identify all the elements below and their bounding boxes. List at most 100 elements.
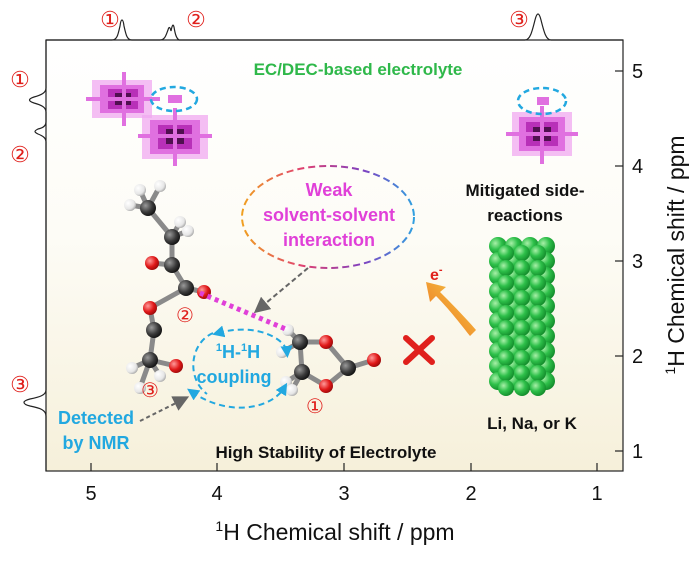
metal-atom — [530, 245, 546, 261]
hydrogen-atom — [174, 216, 186, 228]
x-tick-label: 3 — [338, 483, 349, 505]
metal-atom — [498, 365, 514, 381]
metal-atom — [498, 275, 514, 291]
oxygen-atom — [367, 353, 381, 367]
metal-atom — [498, 305, 514, 321]
blocked-reaction-cross — [403, 335, 435, 365]
x-tick-labels: 5 4 3 2 1 — [85, 483, 602, 505]
metal-atom — [514, 305, 530, 321]
mitigated-label-line2: reactions — [487, 206, 563, 225]
y-axis-ticks — [615, 70, 623, 452]
top-spectrum — [46, 13, 623, 41]
metal-atom — [514, 335, 530, 351]
hydrogen-atom — [154, 370, 166, 382]
y-tick-label: 5 — [632, 61, 643, 83]
carbon-atom — [164, 229, 180, 245]
metals-label: Li, Na, or K — [487, 414, 577, 433]
highlight-ellipse-b — [516, 86, 568, 116]
hydrogen-atom — [124, 199, 136, 211]
oxygen-atom — [319, 379, 333, 393]
nmr-cross-peak-b — [138, 108, 212, 166]
carbon-atom — [340, 360, 356, 376]
top-peak-label-2: ② — [186, 7, 206, 32]
metal-atom — [530, 260, 546, 276]
metal-electrode-stack — [489, 237, 555, 396]
carbon-atom — [142, 352, 158, 368]
hydrogen-atom — [154, 180, 166, 192]
hydrogen-atom — [134, 184, 146, 196]
weak-label-line2: solvent-solvent — [263, 205, 395, 225]
detected-label-line1: Detected — [58, 408, 134, 428]
weak-cross-peak-a — [168, 95, 182, 103]
x-tick-label: 5 — [85, 483, 96, 505]
carbon-atom — [292, 334, 308, 350]
metal-atom — [514, 320, 530, 336]
metal-atom — [498, 260, 514, 276]
left-spectrum — [23, 40, 47, 471]
metal-atom — [498, 320, 514, 336]
metal-atom — [514, 380, 530, 396]
x-tick-label: 2 — [465, 483, 476, 505]
hydrogen-atom — [134, 382, 146, 394]
carbon-atom — [164, 257, 180, 273]
oxygen-atom — [169, 359, 183, 373]
left-peak-label-2: ② — [10, 142, 30, 167]
molecule-label-1: ① — [306, 396, 324, 418]
coupling-arrow-bottom — [187, 382, 288, 409]
interaction-pointer-arrow — [253, 267, 309, 314]
oxygen-atom — [319, 335, 333, 349]
metal-atom — [530, 275, 546, 291]
metal-atom — [498, 350, 514, 366]
y-tick-label: 3 — [632, 251, 643, 273]
metal-atom — [530, 290, 546, 306]
metal-atom — [530, 305, 546, 321]
metal-atom — [514, 245, 530, 261]
x-axis-label: 1H Chemical shift / ppm — [215, 518, 454, 545]
hydrogen-atom — [286, 384, 298, 396]
metal-atom — [514, 365, 530, 381]
stability-label: High Stability of Electrolyte — [215, 443, 436, 462]
oxygen-atom — [143, 301, 157, 315]
nmr-cross-peak-c — [506, 106, 578, 164]
top-peak-label-3: ③ — [509, 7, 529, 32]
coupling-label-line2: coupling — [197, 367, 272, 387]
metal-atom — [498, 335, 514, 351]
metal-atom — [514, 290, 530, 306]
detected-pointer-arrow — [139, 396, 190, 422]
molecule-label-3: ③ — [141, 380, 159, 402]
highlight-ellipse-a — [149, 85, 199, 113]
carbon-atom — [140, 200, 156, 216]
electron-arrow — [426, 282, 476, 336]
weak-label-line1: Weak — [306, 180, 354, 200]
metal-atom — [514, 260, 530, 276]
metal-atom — [530, 350, 546, 366]
x-tick-label: 1 — [591, 483, 602, 505]
x-tick-label: 4 — [211, 483, 222, 505]
metal-atom — [498, 290, 514, 306]
carbon-atom — [294, 364, 310, 380]
y-tick-label: 2 — [632, 346, 643, 368]
metal-atom — [530, 380, 546, 396]
oxygen-atom — [145, 256, 159, 270]
detected-label-line2: by NMR — [63, 433, 130, 453]
carbon-atom — [178, 280, 194, 296]
y-tick-label: 4 — [632, 156, 643, 178]
carbon-atom — [146, 322, 162, 338]
molecule-label-2: ② — [176, 305, 194, 327]
metal-atom — [514, 350, 530, 366]
metal-atom — [530, 365, 546, 381]
mitigated-label-line1: Mitigated side- — [465, 181, 584, 200]
metal-atom — [514, 275, 530, 291]
metal-atom — [498, 380, 514, 396]
metal-atom — [530, 320, 546, 336]
weak-cross-peak-b — [537, 97, 549, 105]
electron-label: e- — [430, 264, 443, 284]
coupling-label-line1: 1H-1H — [216, 342, 260, 362]
y-axis-label: 1H Chemical shift / ppm — [662, 135, 689, 374]
left-peak-label-3: ③ — [10, 372, 30, 397]
hydrogen-atom — [182, 225, 194, 237]
x-axis-ticks — [90, 463, 598, 471]
metal-atom — [530, 335, 546, 351]
